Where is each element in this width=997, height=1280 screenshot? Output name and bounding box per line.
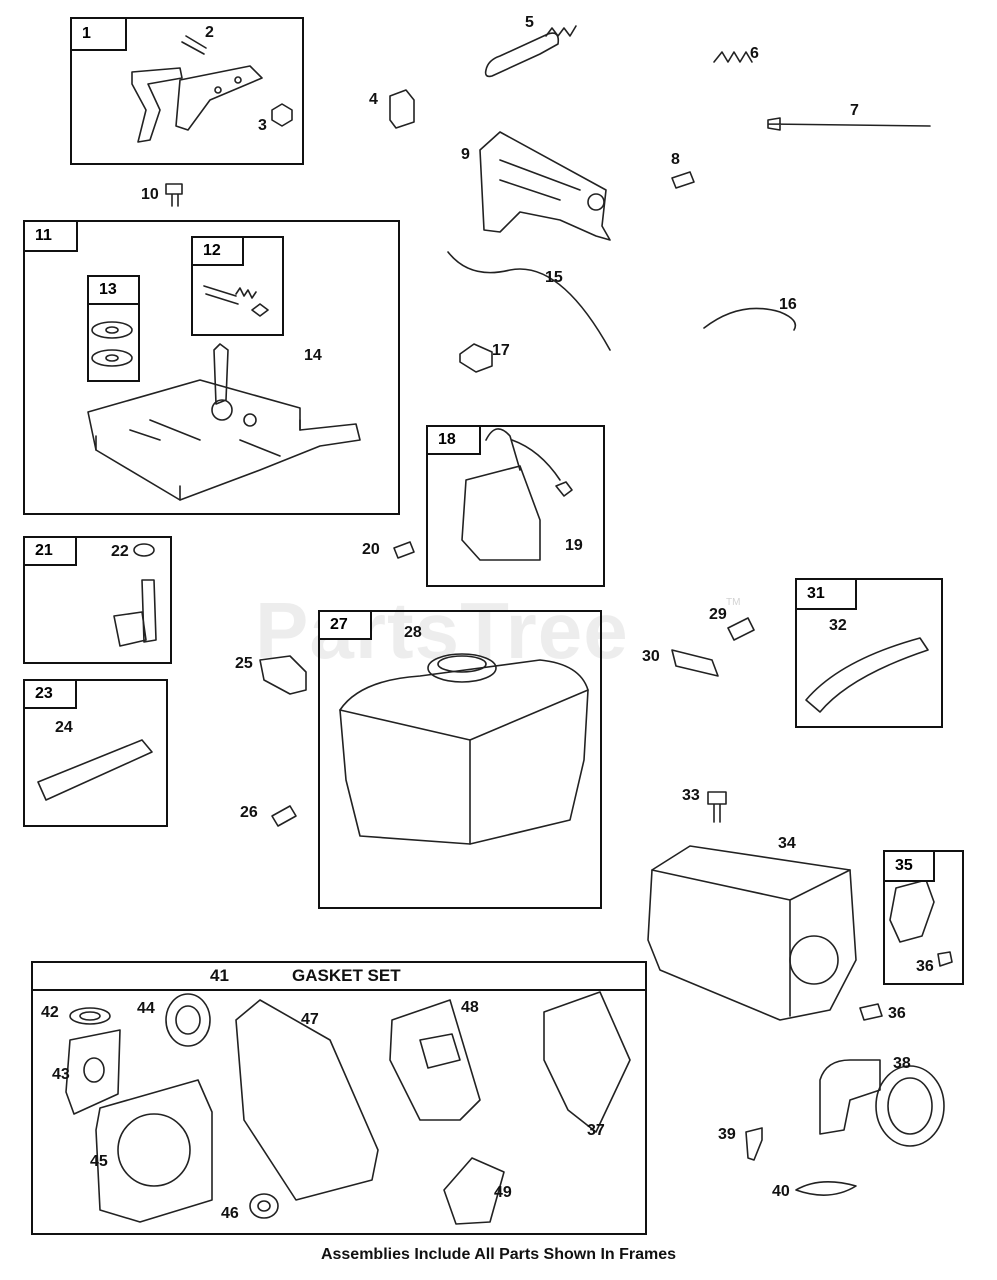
frame-throttle-lever-assembly (70, 17, 304, 165)
bolt-drawing (165, 183, 183, 207)
frame-tag-31: 31 (795, 578, 857, 610)
callout-14: 14 (304, 347, 322, 364)
callout-33: 33 (682, 787, 700, 804)
screw-drawing (671, 171, 695, 189)
frame-tag-27: 27 (318, 610, 372, 640)
control-bracket-drawing (479, 131, 611, 241)
callout-25: 25 (235, 655, 253, 672)
callout-7: 7 (850, 102, 859, 119)
watermark-trademark: TM (726, 597, 741, 608)
washer-drawings (91, 321, 133, 367)
frame-fuel-line-kit (23, 679, 168, 827)
callout-9: 9 (461, 146, 470, 163)
callout-4: 4 (369, 91, 378, 108)
callout-17: 17 (492, 342, 510, 359)
callout-47: 47 (301, 1011, 319, 1028)
callout-48: 48 (461, 999, 479, 1016)
bolt-drawing (271, 805, 297, 827)
screw-drawing (859, 1003, 883, 1021)
blower-housing-drawing (647, 845, 857, 1021)
frame-tag-13: 13 (87, 275, 140, 305)
ground-wire-drawing (703, 307, 797, 331)
callout-37: 37 (587, 1122, 605, 1139)
spring-drawing (713, 51, 753, 63)
frame-tag-11: 11 (23, 220, 78, 252)
callout-30: 30 (642, 648, 660, 665)
callout-28: 28 (404, 624, 422, 641)
throttle-lever-drawing (131, 35, 293, 143)
callout-10: 10 (141, 186, 159, 203)
callout-22: 22 (111, 543, 129, 560)
screw-drawing (937, 951, 953, 967)
frame-fuel-elbow-kit (23, 536, 172, 664)
callout-32: 32 (829, 617, 847, 634)
breather-hose-drawing (805, 637, 929, 713)
callout-42: 42 (41, 1004, 59, 1021)
callout-40: 40 (772, 1183, 790, 1200)
callout-34: 34 (778, 835, 796, 852)
callout-6: 6 (750, 45, 759, 62)
frame-fuel-tank-assembly (318, 610, 602, 909)
screw-drawing (393, 541, 415, 559)
fuel-line-drawing (37, 739, 153, 801)
cable-tie-drawing (767, 117, 931, 131)
callout-44: 44 (137, 1000, 155, 1017)
callout-24: 24 (55, 719, 73, 736)
fuel-elbow-drawing (113, 543, 157, 647)
control-plate-drawing (87, 343, 361, 501)
muffler-drawing (819, 1059, 945, 1147)
frame-tag-1: 1 (70, 17, 127, 51)
fuel-tank-drawing (339, 653, 589, 845)
frame-ignition-armature (426, 425, 605, 587)
callout-49: 49 (494, 1184, 512, 1201)
screw-spring-drawing (203, 285, 269, 317)
callout-20: 20 (362, 541, 380, 558)
callout-2: 2 (205, 24, 214, 41)
fuel-valve-drawing (259, 655, 307, 695)
frame-tag-12: 12 (191, 236, 244, 266)
callout-29: 29 (709, 606, 727, 623)
ignition-coil-drawing (461, 428, 573, 561)
gasket-set-drawings (65, 991, 631, 1225)
frame-tag-23: 23 (23, 679, 77, 709)
bolt-drawing (727, 617, 755, 641)
callout-36: 36 (916, 958, 934, 975)
clip-drawing (459, 343, 493, 373)
callout-36: 36 (888, 1005, 906, 1022)
callout-43: 43 (52, 1066, 70, 1083)
gasket-set-number: 41 (210, 966, 229, 985)
muffler-gasket-drawing (795, 1181, 857, 1196)
footer-note: Assemblies Include All Parts Shown In Fr… (320, 1246, 677, 1263)
callout-38: 38 (893, 1055, 911, 1072)
callout-26: 26 (240, 804, 258, 821)
frame-tag-18: 18 (426, 425, 481, 455)
frame-tag-21: 21 (23, 536, 77, 566)
frame-tag-35: 35 (883, 850, 935, 882)
bolt-drawing (707, 791, 727, 823)
gasket-set-header-divider (31, 961, 647, 991)
governor-spring-drawing (484, 25, 577, 78)
block-part-drawing (389, 89, 415, 129)
choke-link-drawing (447, 251, 611, 351)
callout-3: 3 (258, 117, 267, 134)
callout-45: 45 (90, 1153, 108, 1170)
callout-5: 5 (525, 14, 534, 31)
frame-gasket-set (31, 961, 647, 1235)
clamp-drawing (671, 649, 719, 677)
screw-drawing (745, 1127, 763, 1161)
callout-15: 15 (545, 269, 563, 286)
callout-8: 8 (671, 151, 680, 168)
callout-39: 39 (718, 1126, 736, 1143)
frame-breather-hose-kit (795, 578, 943, 728)
callout-19: 19 (565, 537, 583, 554)
callout-16: 16 (779, 296, 797, 313)
frame-control-plate-assembly (23, 220, 400, 515)
gasket-set-title: GASKET SET (292, 966, 401, 985)
callout-46: 46 (221, 1205, 239, 1222)
